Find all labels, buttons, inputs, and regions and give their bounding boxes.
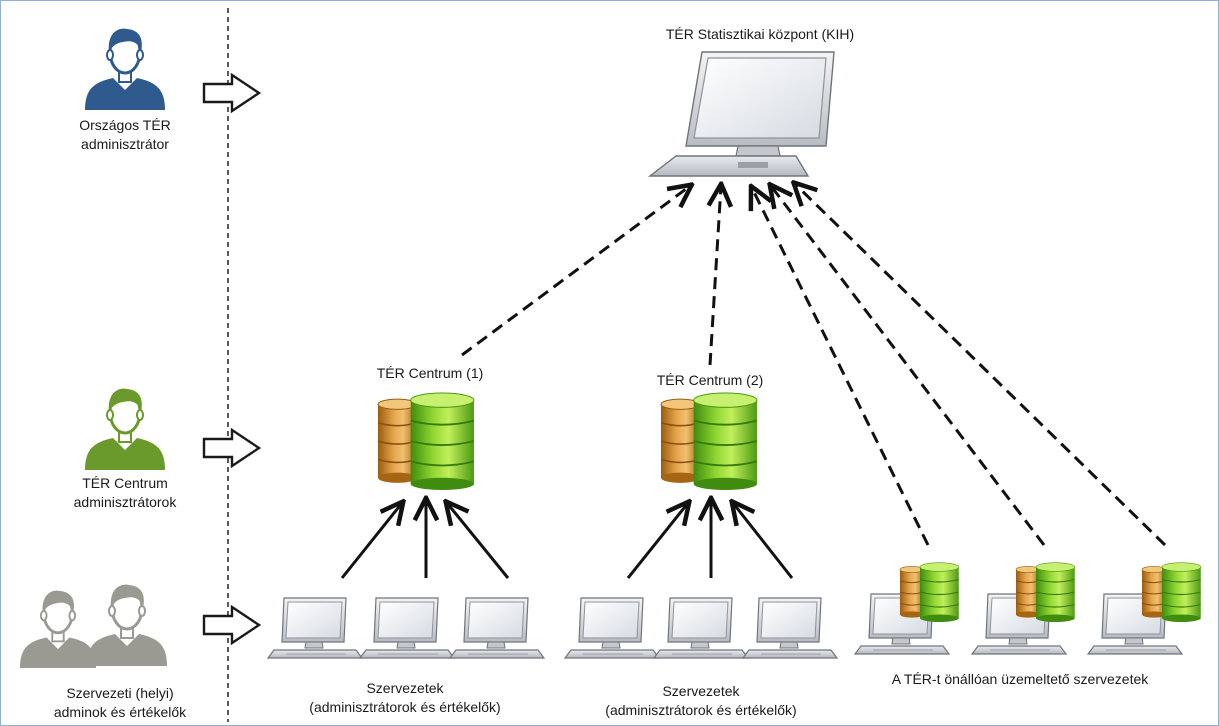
org-computer-icon <box>449 597 545 659</box>
orgs1-label-line1: Szervezetek <box>366 680 444 696</box>
orgs2-label-line2: (adminisztrátorok és értékelők) <box>605 702 797 718</box>
org-to-centrum1-arrow <box>447 503 510 579</box>
orgs1-label: Szervezetek (adminisztrátorok és értékel… <box>280 679 530 717</box>
national-admin-label-line2: adminisztrátor <box>81 136 169 152</box>
kih-title: TÉR Statisztikai központ (KIH) <box>665 26 855 42</box>
org-computer-icon <box>742 597 838 659</box>
centrum1-database-icon <box>377 392 475 491</box>
orgs1-label-line2: (adminisztrátorok és értékelők) <box>309 699 501 715</box>
org-admin-label: Szervezeti (helyi) adminok és értékelők <box>20 684 220 722</box>
central-computer-icon <box>647 51 835 177</box>
org-computer-icon <box>564 597 660 659</box>
national-admin-person-icon <box>83 27 167 112</box>
centrum1-to-kih-arrow <box>461 186 690 357</box>
org-to-centrum2-arrow <box>626 503 688 579</box>
org-to-centrum1-arrow <box>340 503 402 579</box>
org-computer-icon <box>653 597 749 659</box>
block-arrow-icon-org <box>202 605 261 645</box>
self-operated-database-icon <box>1015 562 1076 623</box>
block-arrow-icon-national <box>202 73 261 113</box>
orgs2-label: Szervezetek (adminisztrátorok és értékel… <box>576 682 826 720</box>
org-admin-label-line1: Szervezeti (helyi) <box>66 685 174 701</box>
org-admin-label-line2: adminok és értékelők <box>53 704 187 720</box>
self-operated-database-icon <box>1141 562 1202 623</box>
block-arrow-icon-centrum <box>202 428 261 468</box>
org-computer-icon <box>267 597 363 659</box>
org-computer-icon <box>359 597 455 659</box>
centrum2-database-icon <box>660 392 758 491</box>
org-admin-person-icon-back <box>18 589 98 670</box>
centrum-admin-label-line2: adminisztrátorok <box>73 494 177 510</box>
self-operated-database-icon <box>899 562 960 623</box>
centrum-admin-label-line1: TÉR Centrum <box>82 475 168 491</box>
national-admin-label: Országos TÉR adminisztrátor <box>40 116 210 154</box>
self-operated-label: A TÉR-t önállóan üzemeltető szervezetek <box>891 671 1149 687</box>
centrum2-label: TÉR Centrum (2) <box>656 372 764 388</box>
centrum-admin-label: TÉR Centrum adminisztrátorok <box>40 474 210 512</box>
self-operated-to-kih-arrow <box>795 184 1167 547</box>
centrum-admin-person-icon <box>83 387 167 472</box>
national-admin-label-line1: Országos TÉR <box>79 117 171 133</box>
self-operated-to-kih-arrow <box>752 188 930 546</box>
orgs2-label-line1: Szervezetek <box>662 683 740 699</box>
centrum2-to-kih-arrow <box>710 186 721 366</box>
org-admin-person-icon-front <box>85 583 169 668</box>
org-to-centrum2-arrow <box>733 503 794 579</box>
self-operated-to-kih-arrow <box>771 186 1046 546</box>
centrum1-label: TÉR Centrum (1) <box>376 365 484 381</box>
